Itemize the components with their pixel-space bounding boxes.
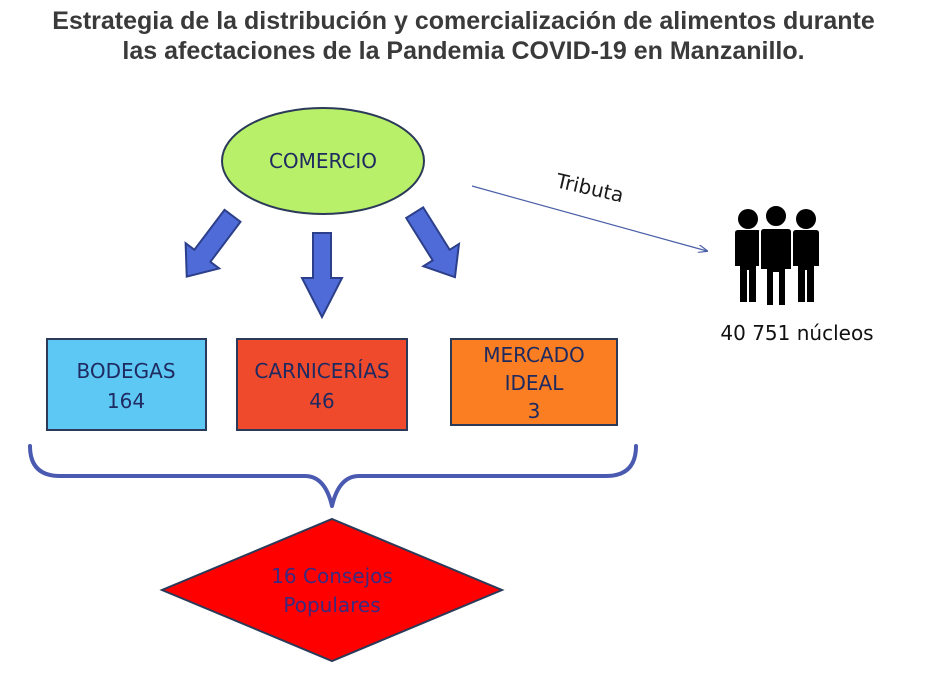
consejos-diamond [159, 517, 505, 663]
mercado-count: 3 [528, 399, 541, 423]
carnicerias-rect [236, 338, 408, 431]
people-group-icon [735, 204, 819, 307]
mercado-line-2: IDEAL [505, 371, 565, 395]
bodegas-count: 164 [107, 389, 145, 413]
mercado-ideal-box: MERCADO IDEAL 3 [450, 338, 618, 426]
consejos-line-1: 16 Consejos [271, 564, 393, 588]
tributa-label: Tributa [553, 168, 626, 207]
carnicerias-count: 46 [309, 389, 334, 413]
mercado-line-1: MERCADO [483, 343, 585, 367]
block-arrow-right [404, 206, 461, 279]
comercio-label: COMERCIO [269, 149, 377, 173]
tributa-arrow [471, 185, 707, 251]
nucleos-label: 40 751 núcleos [720, 321, 873, 345]
title-line-2: las afectaciones de la Pandemia COVID-19… [122, 37, 805, 65]
bodegas-rect [46, 338, 207, 431]
carnicerias-name: CARNICERÍAS [254, 359, 389, 383]
mercado-rect [450, 338, 618, 426]
grouping-brace [28, 444, 638, 508]
bodegas-name: BODEGAS [76, 359, 175, 383]
carnicerias-box: CARNICERÍAS 46 [236, 338, 408, 431]
bodegas-box: BODEGAS 164 [46, 338, 207, 431]
comercio-ellipse [221, 107, 425, 215]
consejos-populares-node: 16 Consejos Populares [159, 517, 505, 663]
consejos-line-2: Populares [283, 593, 380, 617]
title-line-1: Estrategia de la distribución y comercia… [52, 7, 875, 35]
page-title: Estrategia de la distribución y comercia… [0, 6, 927, 66]
block-arrow-center [300, 232, 344, 320]
comercio-node: COMERCIO [221, 107, 425, 215]
block-arrow-left [184, 208, 242, 278]
